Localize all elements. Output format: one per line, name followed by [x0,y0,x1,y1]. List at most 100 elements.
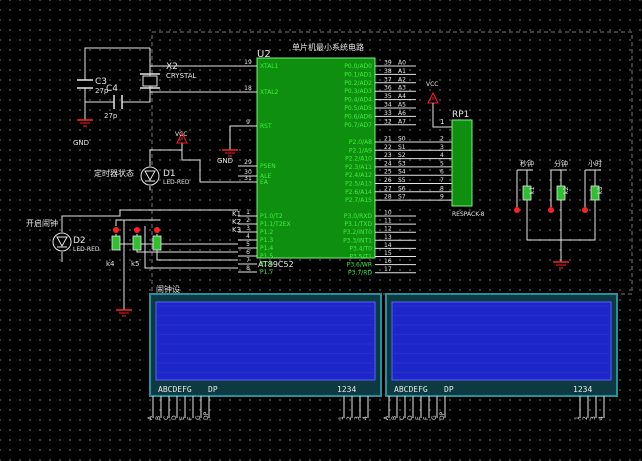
right-button-caption: 分钟 [554,159,568,168]
led-d1-symbol [144,170,156,182]
pin-name: P2.7/A15 [345,197,372,204]
chip-title: 单片机最小系统电路 [292,42,364,52]
pin-number: 11 [384,218,392,225]
lcd-pin-label: 1 [338,416,345,420]
push-button-k1[interactable]: k1 [514,185,536,232]
net-label: S4 [398,169,406,176]
cap-top-wire [84,47,150,80]
lcd-pin-label: 3 [590,416,597,420]
push-button-k6[interactable] [152,227,162,251]
rp-label: RESPACK-8 [452,211,485,218]
pin-name: P2.2/A10 [345,156,372,163]
pin-name: XTAL1 [260,63,279,70]
ground-symbol-rst [222,149,238,157]
button-cluster-left: k4 k5 [106,219,238,317]
pin-number: 15 [384,250,392,257]
chip-body [256,57,376,259]
led-d2-ref: D2 [73,236,86,246]
lcd-pin-label: 2 [582,416,589,420]
rp-vcc-wire [432,103,452,128]
right-button-ref: k3 [597,187,604,194]
mcu-chip[interactable]: 单片机最小系统电路 U2 AT89C52 19XTAL118XTAL29RST2… [238,42,452,277]
button-k4-ref: k4 [106,260,115,268]
pin-number: 34 [384,102,392,109]
net-label: A5 [398,102,406,109]
resistor-pack[interactable] [451,119,473,207]
pin-number: 3 [246,225,250,232]
pin-number: 12 [384,226,392,233]
crystal-circuit: X2 CRYSTAL C3 27p C4 27p GND [73,47,238,147]
rp-pin-number: 4 [440,152,444,159]
pin-name: XTAL2 [260,89,279,96]
d1-top-wire [149,149,182,166]
pin-number: 7 [246,257,250,264]
chip-part: AT89C52 [258,260,294,269]
pin-name: P3.3/INT1 [343,237,372,244]
lcd-pin-label: G [195,415,202,420]
pin-number: 36 [384,85,392,92]
gnd-label-crystal: GND [73,139,89,147]
ground-symbol-crystal [77,119,93,127]
push-button-k4[interactable] [111,227,121,251]
pin-name: P1.7 [260,269,273,276]
pin-number: 27 [384,185,392,192]
lcd-pin-label: C [399,416,406,420]
lcd-screen [155,301,376,381]
pin-name: P2.3/A11 [345,164,372,171]
k6-wire [156,234,238,261]
pin-name: P2.4/A12 [345,172,372,179]
vcc-arrow-rp [427,91,439,104]
cap-c4-value: 27p [104,112,118,120]
net-label: A2 [398,76,406,83]
pin-name: P3.2/INT0 [343,229,372,236]
pin-name: P2.1/A9 [349,147,372,154]
lcd-caption: 闹钟设 [156,284,180,294]
vcc-label-d1: VCC [175,131,187,138]
cap-c4-ref: C4 [106,84,118,94]
pin-name: P3.5/T1 [349,254,372,261]
pin-number: 9 [246,119,250,126]
pin-name: P2.6/A14 [345,189,372,196]
led-d1-label: LED-RED [163,179,190,186]
vcc-label-rp: VCC [426,81,438,88]
pin-number: 33 [384,110,392,117]
pin-number: 14 [384,242,392,249]
net-label: S7 [398,194,406,201]
push-button-k2[interactable]: k2 [548,185,570,232]
crystal-body[interactable] [142,75,158,87]
d1-ea-wire [181,150,238,183]
pin-number: 32 [384,118,392,125]
pin-number: 8 [246,265,250,272]
net-label: S0 [398,136,406,143]
led-d2[interactable] [52,232,72,252]
right-button-caption: 秒钟 [520,159,534,168]
buttons-common-wire [115,219,160,310]
pin-name: P1.5 [260,253,273,260]
rp-pin-number: 7 [440,177,444,184]
pin-number: 38 [384,68,392,75]
pin-name: P1.2 [260,229,273,236]
led-d2-label: LED-RED [73,246,100,253]
pin-name: P1.0/T2 [260,213,283,220]
net-label: A3 [398,85,406,92]
pin-number: 25 [384,169,392,176]
push-button-k5[interactable] [132,227,142,251]
net-label: A6 [398,110,406,117]
pin-number: 28 [384,194,392,201]
pin-name: P2.0/A8 [349,139,372,146]
pin-name: P0.0/AD0 [344,63,372,70]
lcd-pin-label: B [155,416,162,420]
lcd-pin-label: A [383,415,390,420]
lcd-pin-label: B [391,416,398,420]
gnd-label-rst: GND [217,157,233,165]
pin-name: PSEN [260,163,276,170]
lcd-segment-label: ABCDEFG [394,385,428,394]
push-button-k3[interactable]: k3 [582,185,604,232]
led-d1[interactable] [140,166,160,186]
net-label: A4 [398,93,406,100]
pin-number: 26 [384,177,392,184]
